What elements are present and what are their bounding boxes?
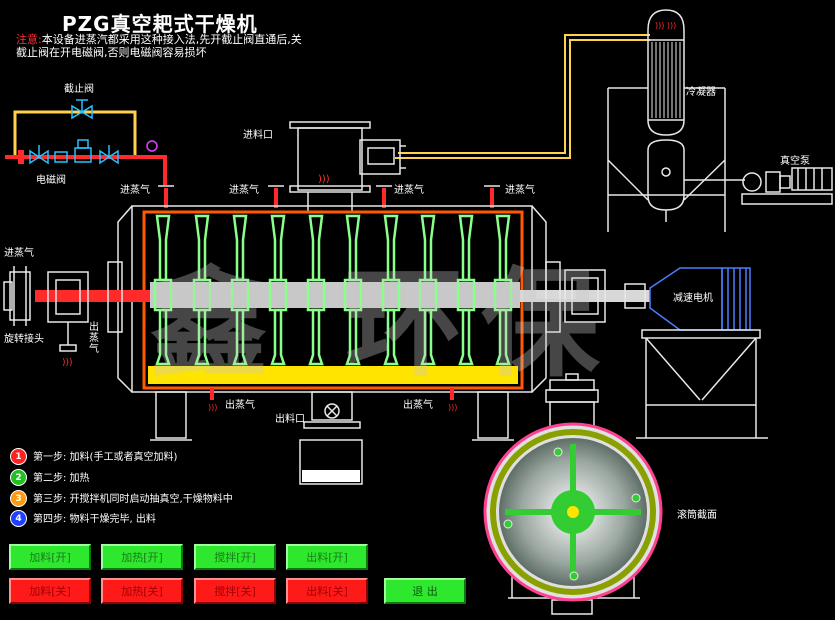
steam-out-vertical-label: 出蒸气 [89, 322, 99, 355]
step-4: 4 第四步: 物料干燥完毕, 出料 [10, 510, 290, 527]
step-3: 3 第三步: 开搅拌机同时启动抽真空,干燥物料中 [10, 490, 290, 507]
bottom-steam-outlets [210, 388, 454, 400]
feed-off-button[interactable]: 加料[关] [9, 578, 91, 604]
right-bearing [545, 261, 646, 333]
exit-button[interactable]: 退 出 [384, 578, 466, 604]
feed-hopper-heat-mark: ))) [318, 174, 330, 185]
step-1-badge: 1 [10, 448, 27, 465]
paddle-hub [192, 278, 212, 312]
stir-on-button[interactable]: 搅拌[开] [194, 544, 276, 570]
drum-cross-section [483, 373, 663, 615]
stop-valve-label: 截止阀 [64, 84, 94, 95]
rotary-joint-label: 旋转接头 [4, 334, 44, 345]
condenser-tubes [651, 42, 681, 118]
step-1-text: 第一步: 加料(手工或者真空加料) [33, 452, 178, 463]
condenser-unit [607, 9, 745, 232]
feed-hopper [289, 121, 406, 213]
note-label: 注意: [16, 33, 42, 46]
heat-off-button[interactable]: 加热[关] [101, 578, 183, 604]
feed-on-button[interactable]: 加料[开] [9, 544, 91, 570]
step-3-badge: 3 [10, 490, 27, 507]
step-3-text: 第三步: 开搅拌机同时启动抽真空,干燥物料中 [33, 494, 233, 505]
feed-port-label: 进料口 [243, 130, 273, 141]
motor-stand [636, 329, 768, 439]
outlet-heat-mark-1: ))) [208, 403, 217, 412]
paddle-hub [381, 278, 401, 312]
heat-on-button[interactable]: 加热[开] [101, 544, 183, 570]
paddle-hub [343, 278, 363, 312]
shell-supports [150, 391, 514, 441]
solenoid-valve-icon[interactable] [29, 139, 119, 165]
paddle-hub [306, 278, 326, 312]
vacuum-piping [395, 34, 650, 159]
steam-in-label-2: 进蒸气 [229, 185, 259, 196]
reducer-motor-label: 减速电机 [673, 293, 713, 304]
operation-note: 注意:本设备进蒸汽都采用这种接入法,先开截止阀直通后,关截止阀在开电磁阀,否则电… [16, 33, 306, 59]
condenser-label: 冷凝器 [686, 87, 716, 98]
outlet-heat-mark-2: ))) [448, 403, 457, 412]
condenser-heat-mark: ))) ))) [655, 21, 676, 30]
receiver-material [302, 470, 360, 482]
note-text: 本设备进蒸汽都采用这种接入法,先开截止阀直通后,关截止阀在开电磁阀,否则电磁阀容… [16, 33, 302, 59]
steam-out-label-1: 出蒸气 [225, 400, 255, 411]
steam-in-label-3: 进蒸气 [394, 185, 424, 196]
step-4-badge: 4 [10, 510, 27, 527]
discharge-on-button[interactable]: 出料[开] [286, 544, 368, 570]
paddle-hub [230, 278, 250, 312]
paddle-hub [456, 278, 476, 312]
discharge-off-button[interactable]: 出料[关] [286, 578, 368, 604]
vacuum-pump-label: 真空泵 [780, 156, 810, 167]
step-2-badge: 2 [10, 469, 27, 486]
discharge-port-label: 出料口 [275, 414, 305, 425]
steam-in-label-1: 进蒸气 [120, 185, 150, 196]
steam-in-label-4: 进蒸气 [505, 185, 535, 196]
paddle-hub [268, 278, 288, 312]
watermark-text: 鑫 环保 [150, 255, 618, 393]
step-4-text: 第四步: 物料干燥完毕, 出料 [33, 514, 156, 525]
solenoid-valve-label: 电磁阀 [36, 175, 66, 186]
step-1: 1 第一步: 加料(手工或者真空加料) [10, 448, 200, 465]
steam-inlet-piping [5, 110, 167, 185]
step-2: 2 第二步: 加热 [10, 469, 200, 486]
steam-out-label-2: 出蒸气 [403, 400, 433, 411]
agitator-paddles [153, 214, 513, 366]
page-title: PZG真空耙式干燥机 [62, 12, 258, 36]
steam-in-left-label: 进蒸气 [4, 248, 34, 259]
drum-section-label: 滚筒截面 [677, 510, 717, 521]
step-2-text: 第二步: 加热 [33, 473, 90, 484]
rotary-joint[interactable] [3, 261, 123, 352]
pressure-gauge-icon [146, 140, 158, 152]
vacuum-pump[interactable] [741, 167, 833, 205]
paddle-hub [418, 278, 438, 312]
rotary-joint-heat-mark: ))) [62, 358, 73, 368]
receiver-bin [299, 439, 363, 485]
stir-off-button[interactable]: 搅拌[关] [194, 578, 276, 604]
paddle-hub [493, 278, 513, 312]
paddle-hub [153, 278, 173, 312]
top-steam-inlets [164, 188, 494, 208]
stop-valve-icon[interactable] [71, 99, 93, 120]
